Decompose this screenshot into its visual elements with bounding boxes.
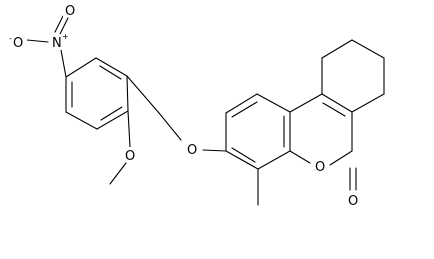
bond-ring-a-inner-1 xyxy=(99,65,122,80)
bond-ring-b-3 xyxy=(256,93,291,113)
bond-ring-b-2 xyxy=(225,93,258,114)
bond-ring-a-4 xyxy=(96,110,129,130)
bond-cyclohex-3 xyxy=(351,39,385,59)
bond-ring-a-1 xyxy=(65,57,97,78)
bond-nitro-n-o-single xyxy=(26,39,49,43)
bond-lactone-inner xyxy=(322,102,346,117)
bond-methoxy-o-ch3 xyxy=(109,162,127,185)
atom-ether-o: O xyxy=(187,143,197,158)
bond-ether-o-to-ring xyxy=(202,149,227,152)
bond-nitro-n-o-double xyxy=(59,17,69,35)
bond-ch2-to-ether-o xyxy=(158,112,182,141)
bond-ring-b-6 xyxy=(225,150,259,170)
bond-ring-b-5 xyxy=(257,150,291,170)
atom-nitro-o-top: O xyxy=(65,4,75,19)
charge-nitro-n-plus: + xyxy=(62,32,69,41)
bond-ring-a-inner-2 xyxy=(100,106,123,121)
bond-ring-to-methoxy-o xyxy=(127,110,131,148)
bond-ring-b-inner-3 xyxy=(231,147,256,163)
bond-cyclohex-2 xyxy=(321,39,353,59)
bond-nitro-n-o-double-2 xyxy=(54,15,64,33)
charge-nitro-o-minus: - xyxy=(9,34,12,43)
bond-ring-to-nitro-n xyxy=(60,49,67,78)
bond-lactone-4 xyxy=(321,93,353,113)
bond-cyclohex-5 xyxy=(351,93,385,113)
atom-nitro-n: N xyxy=(52,36,62,51)
bond-ring-a-2 xyxy=(95,57,128,77)
bond-layer xyxy=(26,15,385,206)
bond-lactone-5 xyxy=(289,93,323,113)
atom-ring-o: O xyxy=(315,160,325,175)
atom-methoxy-o: O xyxy=(125,149,135,164)
bond-lactone-2 xyxy=(329,150,353,166)
atom-label-layer: N + O - O O O O O xyxy=(9,2,360,209)
atom-carbonyl-o: O xyxy=(348,194,358,209)
bond-ring-a-5 xyxy=(65,111,98,130)
bond-ring-b-inner-1 xyxy=(231,101,258,118)
bond-lactone-1 xyxy=(289,150,311,164)
atom-nitro-o-minus: O xyxy=(13,36,23,51)
bond-ring-to-ch2 xyxy=(126,75,160,114)
bond-ring-a-3 xyxy=(126,75,129,112)
